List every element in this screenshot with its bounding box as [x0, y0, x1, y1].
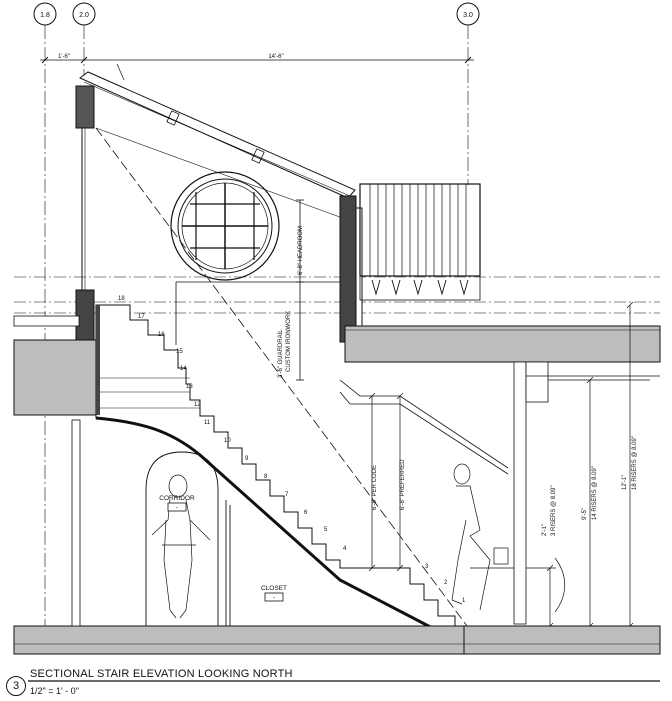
dim-three-risers-b: 3 RISERS @ 8.09" [551, 485, 557, 536]
grid-label-3-0: 3.0 [463, 12, 473, 19]
closet-label: CLOSET - [261, 585, 287, 602]
dim-headroom: 6'-8" HEADROOM [298, 226, 304, 275]
landing-slab [13, 315, 97, 416]
upper-floor-slab [344, 325, 661, 363]
dim-eighteen-risers-a: 12'-1" [622, 475, 628, 490]
corridor-arch [139, 451, 225, 637]
riser-17: 17 [138, 314, 145, 320]
corridor-text: CORRIDOR [159, 495, 195, 502]
headroom-dims: 6'-8" HEADROOM 3'-6" GUARDRAIL CUSTOM IR… [278, 226, 304, 378]
riser-9: 9 [245, 456, 249, 462]
riser-5: 5 [324, 527, 328, 533]
corridor-label: CORRIDOR - [159, 495, 195, 512]
grid-label-1-8: 1.8 [40, 12, 50, 19]
grid-line-1-8: 1.8 [33, 2, 57, 640]
dim-fourteen-risers-a: 9'-5" [582, 508, 588, 520]
riser-16: 16 [158, 332, 165, 338]
right-column [339, 195, 363, 343]
dim-eighteen-risers-b: 18 RISERS @ 8.09" [632, 436, 638, 490]
drawing-number-bubble: 3 [6, 676, 26, 696]
balcony-panel [359, 183, 481, 301]
riser-8: 8 [264, 474, 268, 480]
right-walls [513, 361, 660, 625]
roof [79, 63, 356, 221]
riser-18: 18 [118, 296, 125, 302]
stair [95, 304, 456, 634]
grid-label-2-0: 2.0 [79, 12, 89, 19]
corridor-tag: - [176, 505, 178, 511]
grid-line-3-0: 3.0 [456, 2, 480, 185]
guardrail [175, 199, 340, 381]
dim-custom-ironwork: CUSTOM IRONWORK [286, 311, 292, 372]
top-dimension: 1'-6" 14'-6" [40, 54, 474, 64]
closet-text: CLOSET [261, 585, 287, 592]
drawing-scale: 1/2" = 1' - 0" [30, 686, 79, 696]
handrail-lines [95, 127, 509, 631]
dim-top-main: 14'-6" [268, 54, 283, 60]
dim-guardrail: 3'-6" GUARDRAIL [278, 329, 284, 378]
code-dims: 6'-8" PER CODE 6'-8" PREFERRED [368, 392, 406, 572]
dim-fourteen-risers-b: 14 RISERS @ 8.09" [592, 466, 598, 520]
person-figure-right [451, 463, 509, 611]
riser-6: 6 [304, 510, 308, 516]
drawing-title: SECTIONAL STAIR ELEVATION LOOKING NORTH [30, 668, 293, 680]
dim-preferred: 6'-8" PREFERRED [400, 459, 406, 510]
riser-15: 15 [176, 349, 183, 355]
riser-11: 11 [204, 420, 211, 426]
riser-3: 3 [425, 564, 429, 570]
left-wall [75, 85, 95, 341]
dim-top-left: 1'-6" [58, 54, 70, 60]
ground-floor [13, 419, 661, 655]
riser-10: 10 [224, 438, 231, 444]
closet-wall [225, 500, 231, 630]
closet-tag: - [273, 595, 275, 601]
riser-12: 12 [194, 402, 201, 408]
riser-2: 2 [444, 580, 448, 586]
grid-line-2-0: 2.0 [72, 2, 96, 80]
round-window [170, 171, 280, 281]
riser-1: 1 [462, 598, 466, 604]
riser-numbers: 1 2 3 4 5 6 7 8 9 10 11 12 13 14 15 16 1… [118, 296, 466, 604]
dim-three-risers-a: 2'-1" [542, 524, 548, 536]
riser-4: 4 [343, 546, 347, 552]
dim-per-code: 6'-8" PER CODE [372, 465, 378, 510]
riser-7: 7 [285, 492, 289, 498]
riser-14: 14 [180, 366, 187, 372]
riser-13: 13 [186, 384, 193, 390]
